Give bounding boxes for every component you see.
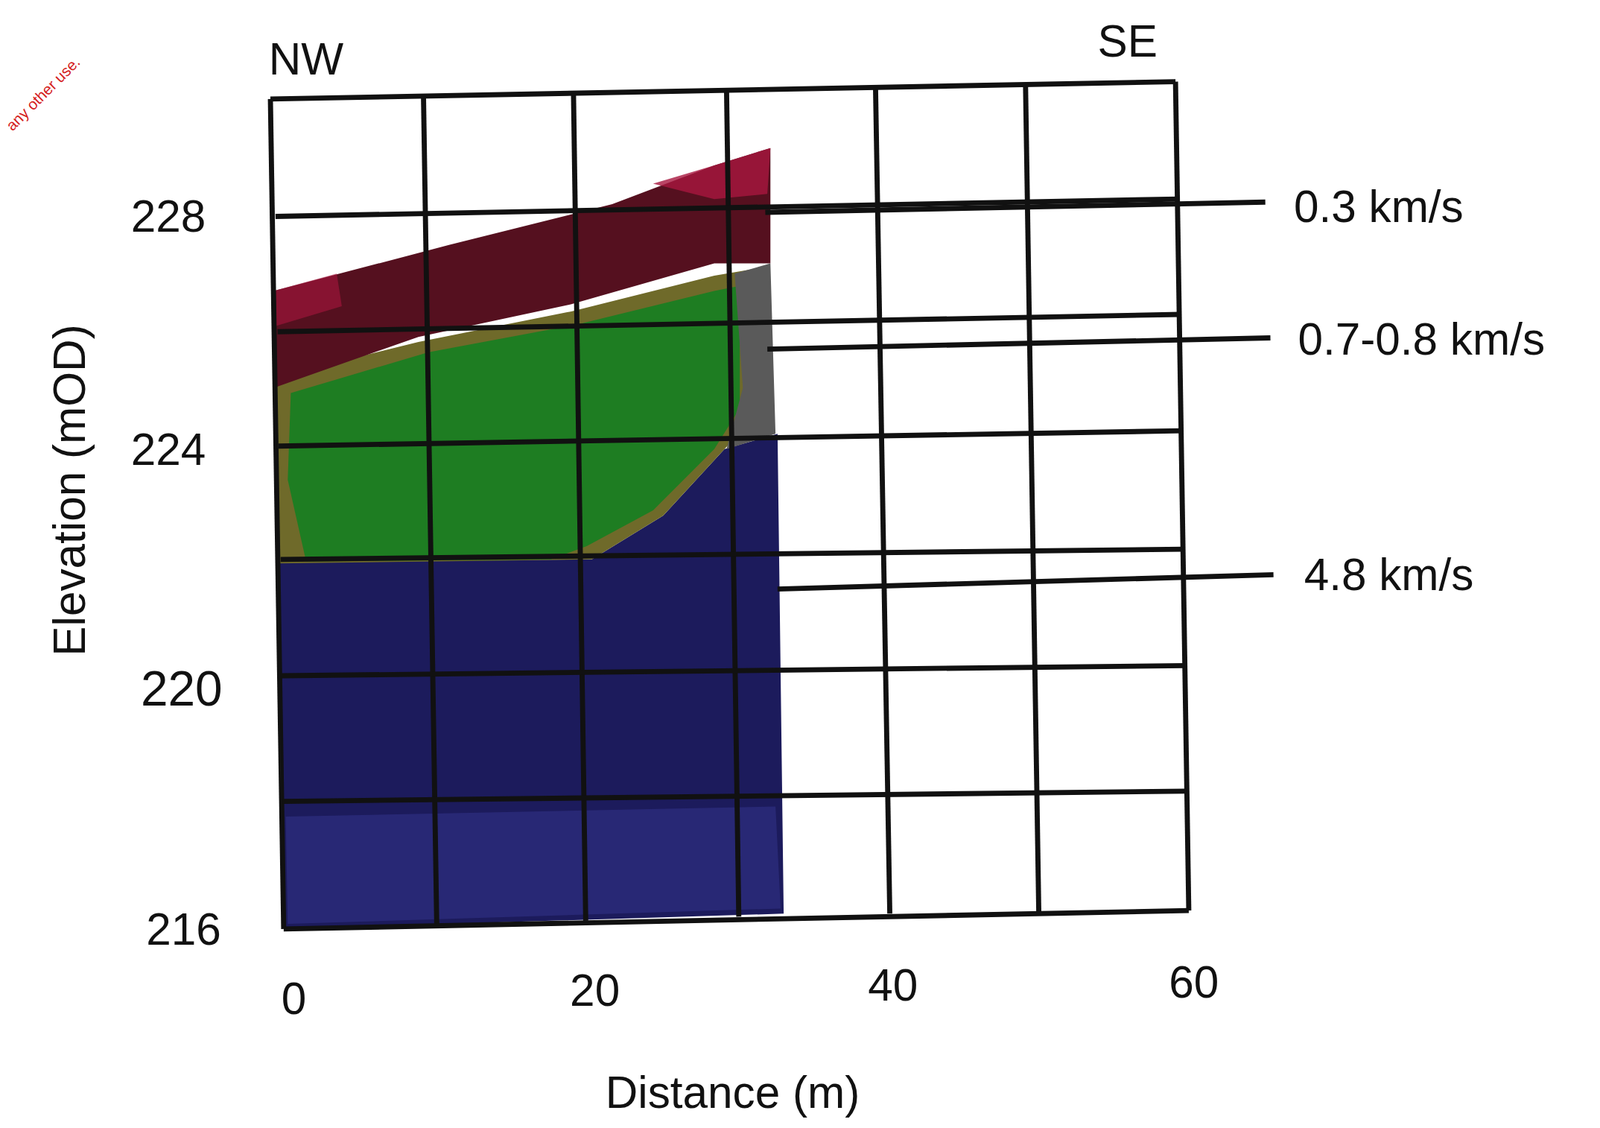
axis-title: Distance (m) (605, 1069, 861, 1115)
tick-label: 20 (569, 967, 620, 1013)
tick-label: 0 (281, 975, 307, 1021)
tick-label: 40 (867, 962, 918, 1008)
axis-title: Elevation (mOD) (46, 324, 92, 656)
tick-label: 60 (1168, 959, 1219, 1005)
leader-lines (764, 201, 1273, 589)
bedrock-highlight (286, 805, 781, 924)
top-highlight (273, 273, 342, 327)
top-layer (273, 148, 771, 389)
velocity-label: 4.8 km/s (1304, 551, 1475, 597)
tick-label: 224 (131, 426, 207, 472)
tick-label: 228 (131, 193, 207, 239)
tick-label: 216 (145, 905, 222, 951)
watermark: any other use. (2, 54, 83, 135)
velocity-layers (273, 148, 784, 929)
velocity-label: 0.7-0.8 km/s (1298, 316, 1546, 362)
direction-label: NW (268, 36, 344, 82)
direction-label: SE (1097, 18, 1158, 64)
top-highlight (653, 148, 771, 200)
tick-label: 220 (140, 664, 223, 714)
velocity-label: 0.3 km/s (1293, 183, 1464, 229)
